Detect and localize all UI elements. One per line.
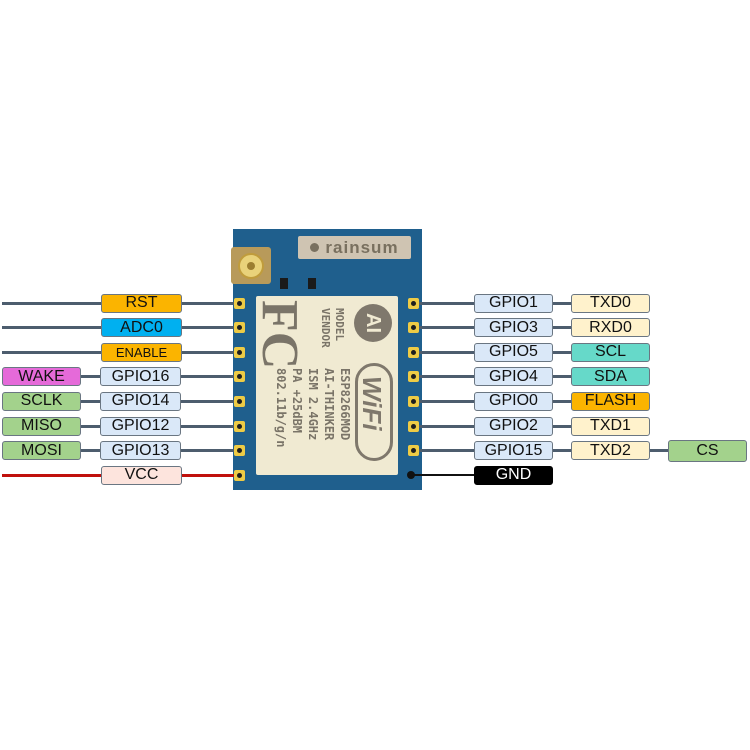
left-pin-alt-label: WAKE	[2, 367, 81, 387]
gnd-pin-end	[407, 471, 415, 480]
right-pin-pad	[408, 297, 419, 309]
right-pin-alt-label: TXD1	[571, 416, 650, 436]
component-mark	[280, 278, 288, 289]
spec-text: 802.11b/g/n	[274, 368, 288, 448]
wifi-logo-text: WiFi	[357, 376, 387, 431]
ai-logo: AI	[354, 304, 392, 342]
spec-text: ISM 2.4GHz	[306, 368, 320, 441]
left-pin-alt-label: SCLK	[2, 391, 81, 411]
right-pin-alt-label: SDA	[571, 367, 650, 387]
component-mark	[308, 278, 316, 289]
right-pin-pad	[408, 445, 419, 457]
right-pin-alt-label: TXD0	[571, 293, 650, 313]
wifi-logo: WiFi	[355, 363, 393, 461]
left-pin-label: ENABLE	[101, 342, 182, 362]
right-pin-label: GPIO15	[474, 441, 553, 461]
antenna-core	[247, 262, 255, 270]
right-pin-label: GPIO5	[474, 342, 553, 362]
fcc-logo: FC	[251, 300, 308, 370]
right-pin-label: GPIO3	[474, 318, 553, 338]
antenna-connector	[231, 247, 271, 284]
left-pin-pad	[234, 346, 245, 358]
left-pin-pad	[234, 445, 245, 457]
right-pin-alt-label: RXD0	[571, 318, 650, 338]
left-pin-label: GPIO16	[100, 367, 181, 387]
right-pin-label: GPIO2	[474, 416, 553, 436]
right-pin-label: GPIO4	[474, 367, 553, 387]
right-pin-label: GND	[474, 465, 553, 485]
right-pin-pad	[408, 420, 419, 432]
right-pin-alt-label: TXD2	[571, 441, 650, 461]
right-pin-alt2-label: CS	[668, 439, 747, 462]
right-pin-pad	[408, 322, 419, 334]
left-pin-pad	[234, 420, 245, 432]
left-pin-pad	[234, 297, 245, 309]
left-pin-pad	[234, 322, 245, 334]
spec-text: AI-THINKER	[322, 368, 336, 441]
right-pin-pad	[408, 395, 419, 407]
model-text: VENDOR	[319, 308, 332, 348]
left-pin-label: ADC0	[101, 318, 182, 338]
brand-dot	[310, 243, 320, 252]
left-pin-label: GPIO13	[100, 441, 181, 461]
left-pin-label: GPIO14	[100, 391, 181, 411]
left-pin-label: VCC	[101, 465, 182, 485]
left-pin-alt-label: MISO	[2, 416, 81, 436]
right-pin-alt-label: SCL	[571, 342, 650, 362]
left-pin-pad	[234, 395, 245, 407]
left-pin-pad	[234, 469, 245, 481]
right-pin-label: GPIO0	[474, 391, 553, 411]
left-pin-label: RST	[101, 293, 182, 313]
right-pin-alt-label: FLASH	[571, 391, 650, 411]
left-pin-alt-label: MOSI	[2, 441, 81, 461]
spec-text: PA +25dBM	[290, 368, 304, 434]
spec-text: ESP8266MOD	[338, 368, 352, 441]
brand-label: rainsum	[298, 236, 411, 259]
right-pin-pad	[408, 371, 419, 383]
antenna-ring	[238, 253, 264, 279]
left-pin-pad	[234, 371, 245, 383]
right-pin-label: GPIO1	[474, 293, 553, 313]
brand-text: rainsum	[325, 237, 399, 257]
left-pin-label: GPIO12	[100, 416, 181, 436]
right-pin-pad	[408, 346, 419, 358]
model-text: MODEL	[333, 308, 346, 342]
